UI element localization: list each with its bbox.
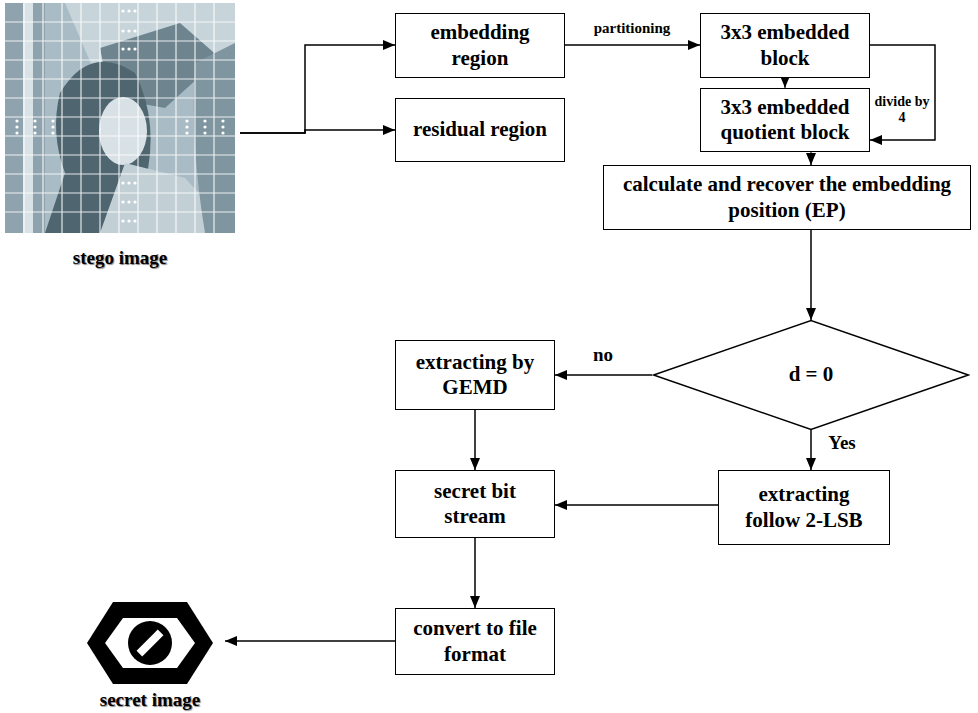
image-caption: secret image [75, 690, 225, 710]
edge-label: Yes [815, 432, 869, 454]
connector [555, 504, 718, 506]
node-label: 3x3 embedded quotient block [707, 95, 863, 145]
image-caption: stego image [0, 248, 240, 268]
connector [474, 410, 476, 470]
edge-label: partitioning [565, 20, 699, 37]
process-box: 3x3 embedded quotient block [700, 88, 870, 152]
node-label: d = 0 [789, 362, 834, 387]
process-box: residual region [395, 98, 565, 162]
connector [225, 640, 395, 642]
secret-icon [85, 600, 215, 686]
secret-image: secret image [75, 596, 225, 710]
stego-image: stego image [0, 0, 240, 268]
process-box: convert to file format [395, 608, 555, 675]
connector [810, 430, 812, 470]
node-label: calculate and recover the embedding posi… [622, 172, 952, 222]
connector [810, 230, 812, 320]
node-label: embedding region [405, 20, 555, 70]
process-box: embedding region [395, 13, 565, 77]
stego-illustration [5, 3, 235, 233]
connector [784, 78, 786, 88]
process-box: calculate and recover the embedding posi… [603, 165, 971, 230]
decision-diamond: d = 0 [652, 320, 970, 430]
process-box: 3x3 embedded block [700, 13, 870, 77]
node-label: residual region [413, 117, 547, 142]
connector [555, 374, 652, 376]
node-label: convert to file format [413, 616, 538, 666]
edge-label: divide by 4 [872, 94, 932, 126]
node-label: secret bit stream [405, 479, 545, 529]
edge-label: no [581, 344, 625, 366]
connector [240, 45, 395, 133]
process-box: extracting follow 2-LSB [718, 470, 890, 545]
connector [810, 152, 812, 165]
connector [474, 538, 476, 608]
node-label: extracting by GEMD [405, 350, 545, 400]
process-box: secret bit stream [395, 470, 555, 538]
process-box: extracting by GEMD [395, 340, 555, 410]
connector [565, 44, 700, 46]
node-label: extracting follow 2-LSB [729, 482, 879, 532]
connector [240, 130, 395, 133]
node-label: 3x3 embedded block [710, 20, 860, 70]
connector [870, 45, 935, 140]
